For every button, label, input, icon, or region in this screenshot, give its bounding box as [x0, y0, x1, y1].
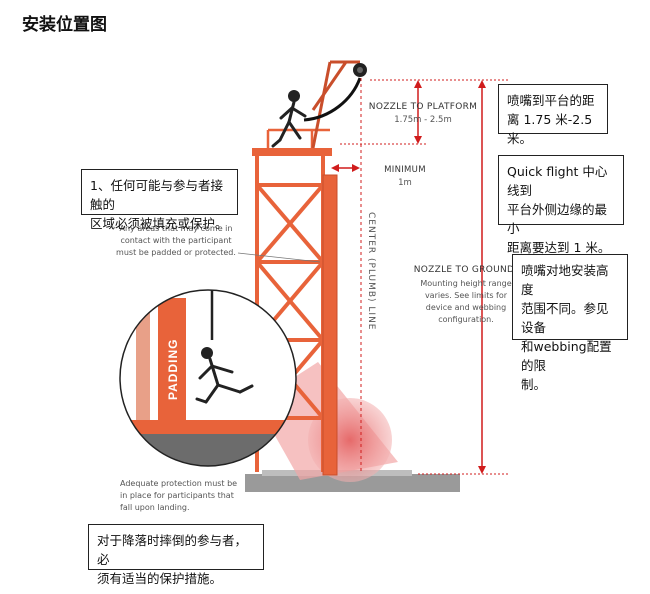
callout-nozzle-ground-line-3: 和webbing配置的限 — [521, 339, 612, 373]
padded-note: Any areas that may come in contact with … — [116, 224, 236, 257]
inset-column-back — [136, 290, 150, 436]
landing-note: Adequate protection must be in place for… — [120, 479, 237, 512]
callout-nozzle-ground-line-2: 范围不同。参见设备 — [521, 301, 609, 335]
webbing-line — [303, 77, 362, 122]
label-nozzle-to-platform: NOZZLE TO PLATFORM — [369, 102, 477, 112]
nozzle-ground-note-line-4: configuration. — [438, 315, 494, 324]
callout-nozzle-platform-line-2: 离 1.75 米-2.5 米。 — [507, 112, 593, 146]
nozzle-ground-note-line-3: device and webbing — [426, 303, 506, 312]
participant-figure — [271, 90, 307, 148]
nozzle-ground-note: Mounting height range varies. See limits… — [420, 279, 511, 324]
callout-landing-line-1: 对于降落时摔倒的参与者，必 — [97, 533, 248, 567]
padded-note-line-3: must be padded or protected. — [116, 248, 236, 257]
inset-padding-panel — [158, 298, 186, 423]
label-nozzle-platform-range: 1.75m - 2.5m — [394, 115, 451, 125]
padded-note-line-1: Any areas that may come in — [120, 224, 233, 233]
padding-label: PADDING — [166, 339, 180, 400]
callout-quick-flight-line-3: 距离要达到 1 米。 — [507, 240, 611, 255]
measure-minimum — [331, 164, 360, 172]
padded-note-leader — [237, 252, 321, 263]
callout-landing: 对于降落时摔倒的参与者，必 须有适当的保护措施。 — [88, 524, 264, 586]
label-nozzle-to-ground: NOZZLE TO GROUND — [414, 265, 515, 275]
platform-railing — [266, 128, 330, 148]
callout-landing-line-2: 须有适当的保护措施。 — [97, 571, 223, 586]
padded-note-line-2: contact with the participant — [120, 236, 231, 245]
landing-note-line-1: Adequate protection must be — [120, 479, 237, 488]
device-hub — [357, 67, 363, 73]
callout-quick-flight-line-1: Quick flight 中心线到 — [507, 164, 608, 198]
landing-note-line-2: in place for participants that — [120, 491, 234, 500]
inset-floor — [120, 420, 296, 434]
ground-slab — [245, 474, 460, 492]
inset-border — [119, 289, 297, 467]
fall-zone-circle — [308, 398, 392, 482]
nozzle-ground-note-line-2: varies. See limits for — [425, 291, 508, 300]
label-minimum: MINIMUM — [384, 165, 426, 175]
callout-nozzle-ground: 喷嘴对地安装高度 范围不同。参见设备 和webbing配置的限 制。 — [512, 254, 628, 392]
callout-quick-flight: Quick flight 中心线到 平台外侧边缘的最小 距离要达到 1 米。 — [498, 155, 624, 255]
nozzle-ground-note-line-1: Mounting height range — [420, 279, 511, 288]
callout-contact-areas-line-1: 1、任何可能与参与者接触的 — [90, 178, 223, 212]
landing-note-line-3: fall upon landing. — [120, 503, 190, 512]
label-minimum-value: 1m — [398, 178, 412, 188]
mast-boom — [311, 60, 360, 149]
callout-contact-areas: 1、任何可能与参与者接触的 区域必须被填充或保护。 — [81, 169, 238, 231]
callout-contact-areas-line-2: 区域必须被填充或保护。 — [90, 216, 228, 231]
callout-quick-flight-line-2: 平台外侧边缘的最小 — [507, 202, 608, 236]
callout-nozzle-platform-line-1: 喷嘴到平台的距 — [507, 93, 595, 108]
callout-nozzle-ground-line-4: 制。 — [521, 377, 547, 392]
inset-falling-figure — [195, 347, 254, 404]
measure-nozzle-ground — [370, 79, 508, 475]
callout-nozzle-platform: 喷嘴到平台的距 离 1.75 米-2.5 米。 — [498, 84, 608, 146]
padding-column — [322, 174, 338, 476]
callout-nozzle-ground-line-1: 喷嘴对地安装高度 — [521, 263, 609, 297]
platform-deck — [252, 148, 332, 156]
page-title: 安装位置图 — [22, 15, 107, 35]
label-center-plumb-line: CENTER (PLUMB) LINE — [366, 212, 376, 331]
